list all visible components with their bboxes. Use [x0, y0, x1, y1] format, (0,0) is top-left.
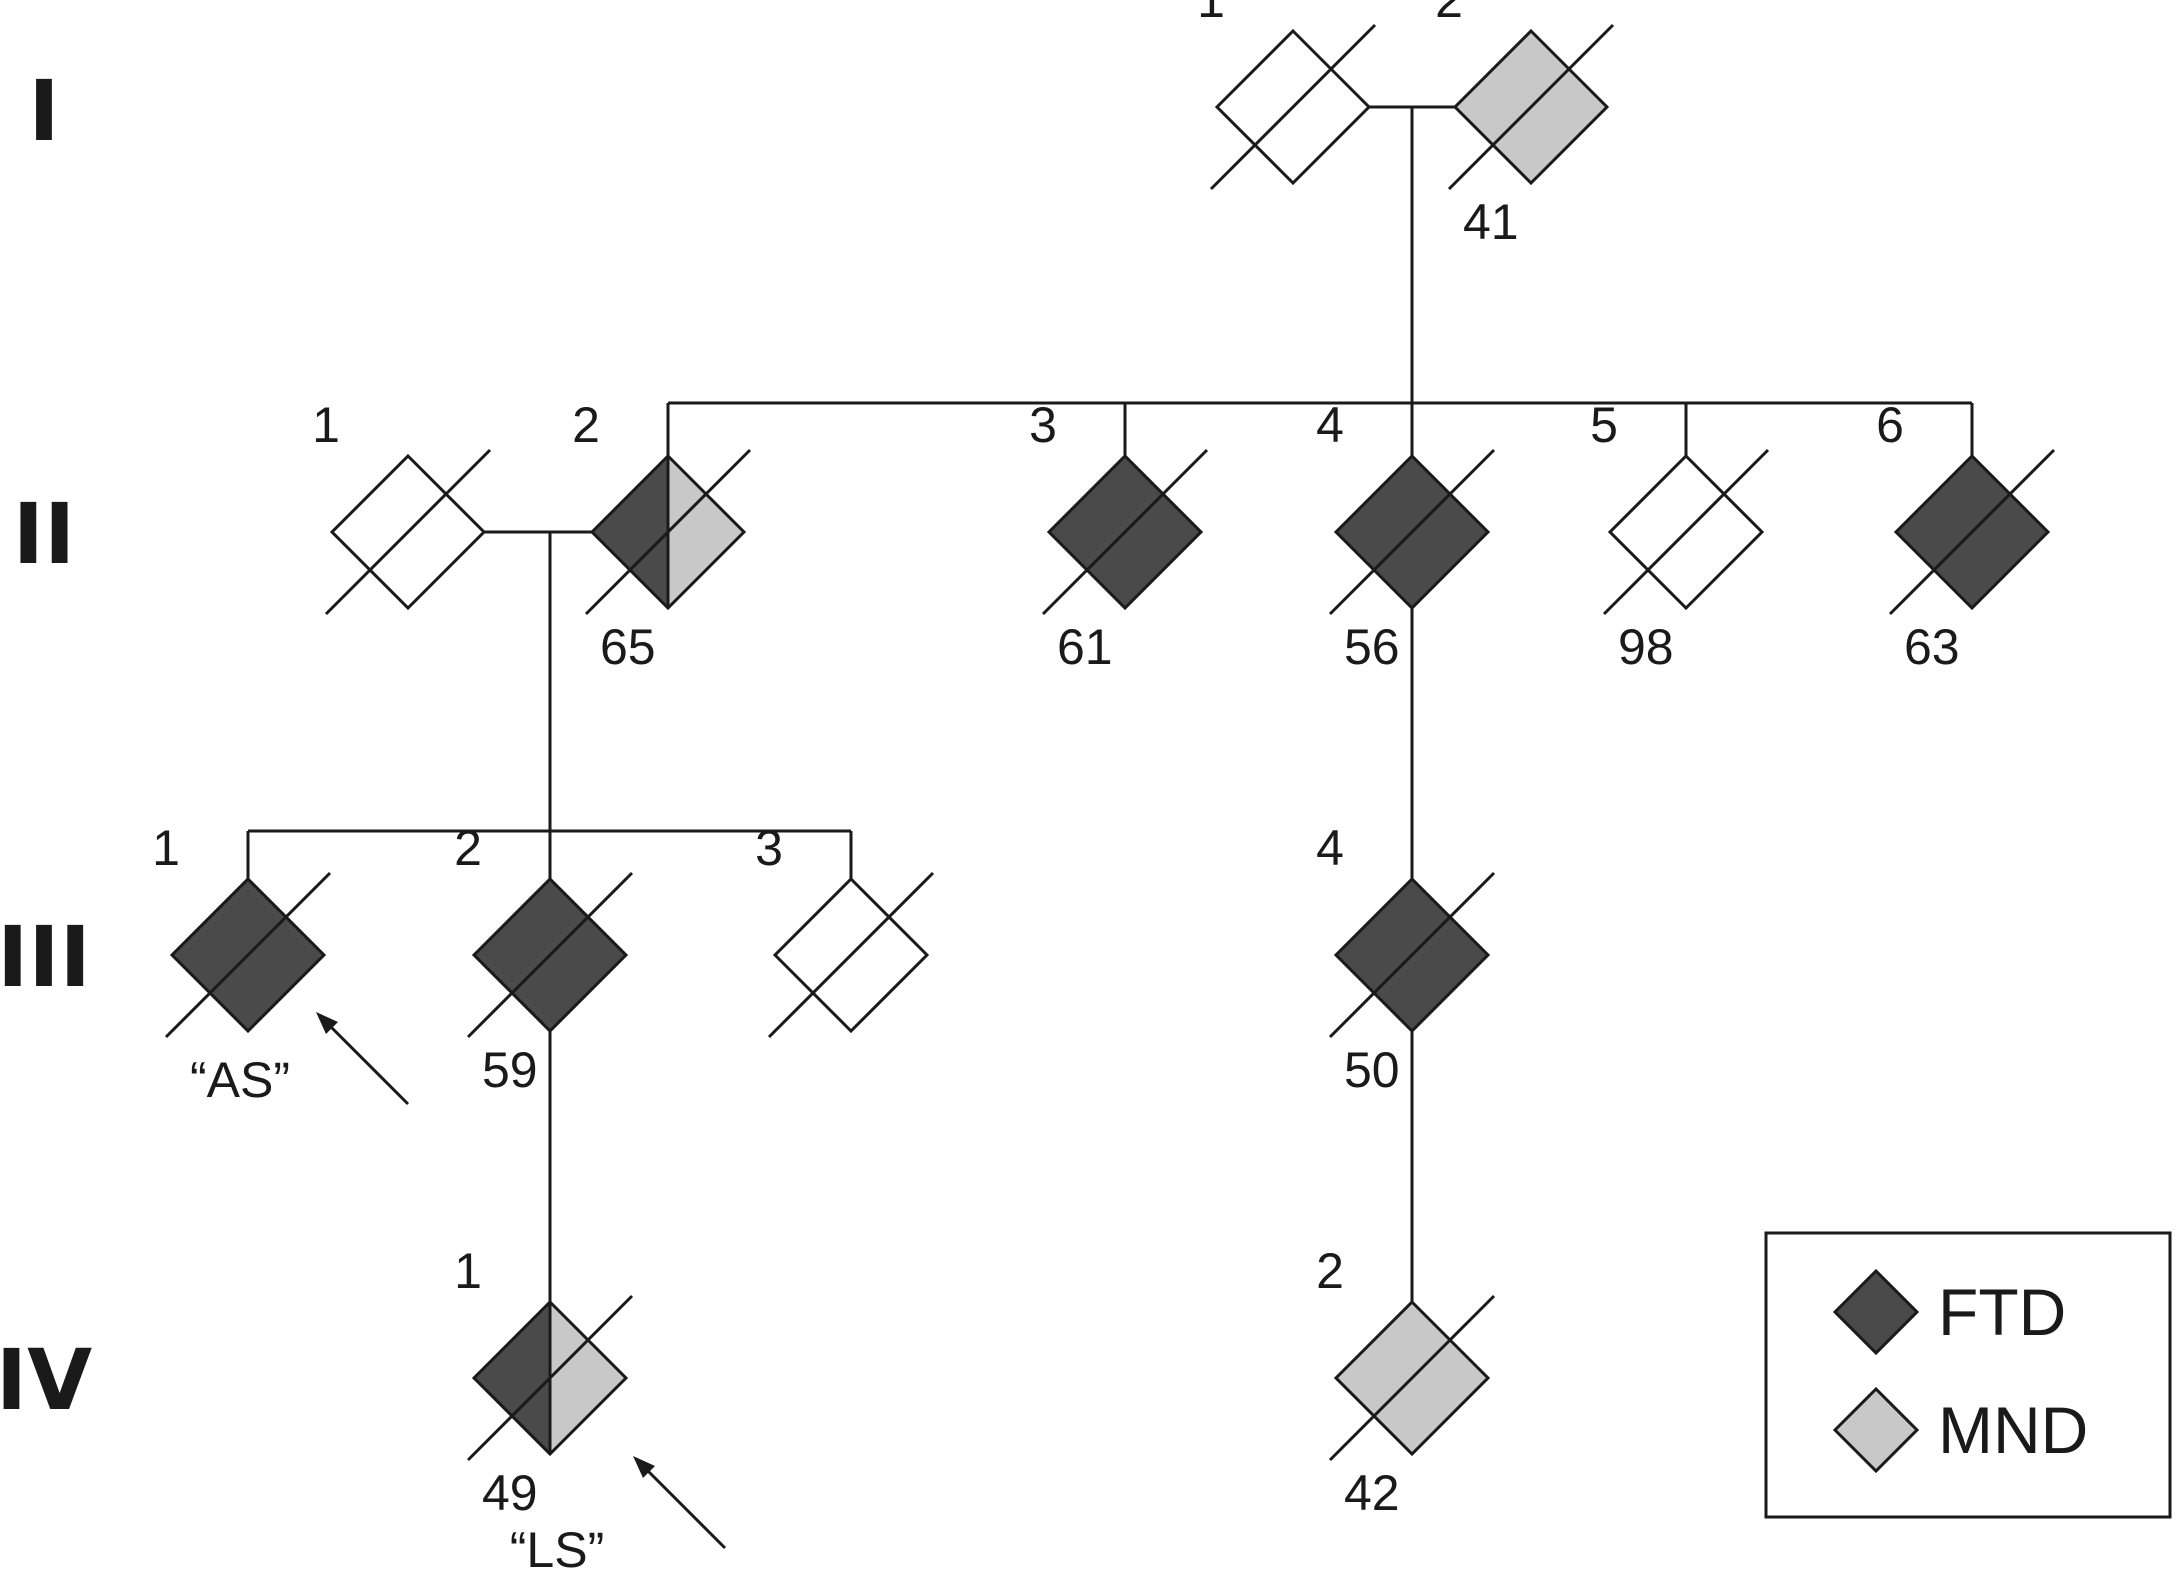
- deceased-slash: [466, 871, 634, 1039]
- individual-age: 56: [1344, 619, 1400, 675]
- individual-age: 63: [1904, 619, 1960, 675]
- individual-number: 1: [152, 820, 180, 876]
- individual-III-3: 3: [755, 820, 935, 1039]
- generation-label-3: III: [0, 908, 91, 1006]
- individual-I-1: 1: [1197, 0, 1377, 191]
- pedigree-lines: [246, 105, 1974, 1303]
- individual-age: 98: [1618, 619, 1674, 675]
- proband-label-AS: “AS”: [190, 1052, 290, 1108]
- individual-number: 3: [1029, 397, 1057, 453]
- individual-II-5: 5 98: [1590, 397, 1770, 675]
- individual-age: 59: [482, 1042, 538, 1098]
- individual-III-2: 2 59: [454, 820, 634, 1098]
- generation-label-2: II: [13, 485, 76, 583]
- individual-number: 4: [1316, 397, 1344, 453]
- individual-number: 2: [572, 397, 600, 453]
- individual-number: 2: [1316, 1243, 1344, 1299]
- individual-age: 49: [482, 1465, 538, 1521]
- individual-number: 3: [755, 820, 783, 876]
- legend: FTD MND: [1764, 1231, 2172, 1519]
- deceased-slash: [1328, 448, 1496, 616]
- individual-age: 65: [600, 619, 656, 675]
- legend-label-mnd: MND: [1938, 1393, 2088, 1467]
- individual-III-4: 4 50: [1316, 820, 1496, 1098]
- individual-age: 61: [1057, 619, 1113, 675]
- mnd-half: [550, 1302, 626, 1454]
- proband-arrow-head-LS: [633, 1456, 655, 1478]
- mnd-half: [668, 456, 744, 608]
- deceased-slash: [1602, 448, 1770, 616]
- deceased-slash: [1328, 1294, 1496, 1462]
- individual-II-2: 2 65: [572, 397, 752, 675]
- deceased-slash: [1888, 448, 2056, 616]
- legend-swatch-mnd: [1832, 1386, 1920, 1474]
- proband-arrow-LS: [640, 1463, 727, 1550]
- proband-label-LS: “LS”: [510, 1522, 604, 1578]
- legend-swatch-ftd: [1832, 1268, 1920, 1356]
- legend-box: [1764, 1231, 2172, 1519]
- individual-II-1: 1: [312, 397, 492, 616]
- deceased-slash: [767, 871, 935, 1039]
- individual-number: 5: [1590, 397, 1618, 453]
- individual-number: 1: [1197, 0, 1225, 28]
- proband-annotation-AS: “AS”: [190, 1012, 410, 1108]
- individual-II-4: 4 56: [1316, 397, 1496, 675]
- individual-I-2: 2 41: [1435, 0, 1615, 250]
- individual-age: 50: [1344, 1042, 1400, 1098]
- generation-label-4: IV: [0, 1331, 92, 1429]
- legend-label-ftd: FTD: [1938, 1275, 2066, 1349]
- individual-II-3: 3 61: [1029, 397, 1209, 675]
- deceased-slash: [324, 448, 492, 616]
- deceased-slash: [1041, 448, 1209, 616]
- generation-label-1: I: [28, 62, 59, 160]
- individual-III-1: 1: [152, 820, 332, 1039]
- individual-age: 41: [1463, 194, 1519, 250]
- ftd-half: [592, 456, 668, 608]
- individual-number: 1: [454, 1243, 482, 1299]
- ftd-half: [474, 1302, 550, 1454]
- individual-number: 2: [1435, 0, 1463, 28]
- proband-arrow-AS: [323, 1019, 410, 1106]
- deceased-slash: [584, 448, 752, 616]
- proband-annotation-LS: “LS”: [510, 1456, 727, 1578]
- deceased-slash: [1328, 871, 1496, 1039]
- individual-number: 1: [312, 397, 340, 453]
- deceased-slash: [466, 1294, 634, 1462]
- individual-number: 4: [1316, 820, 1344, 876]
- individual-IV-2: 2 42: [1316, 1243, 1496, 1521]
- deceased-slash: [1447, 23, 1615, 191]
- proband-arrow-head-AS: [316, 1012, 338, 1034]
- individual-number: 6: [1876, 397, 1904, 453]
- individual-II-6: 6 63: [1876, 397, 2056, 675]
- deceased-slash: [164, 871, 332, 1039]
- individual-IV-1: 1 49: [454, 1243, 634, 1521]
- deceased-slash: [1209, 23, 1377, 191]
- individual-number: 2: [454, 820, 482, 876]
- individual-age: 42: [1344, 1465, 1400, 1521]
